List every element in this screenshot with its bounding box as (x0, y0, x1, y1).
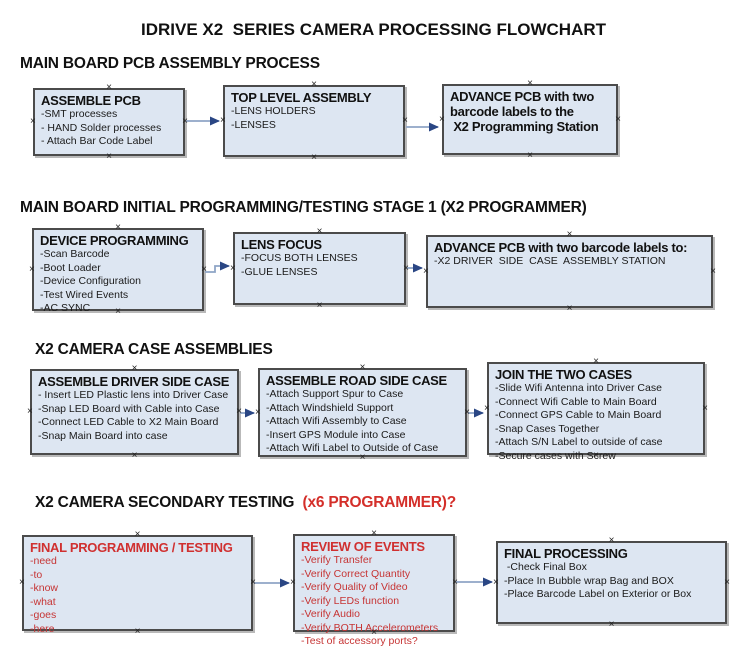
flow-box-advance-pcb-driver-side: ADVANCE PCB with two barcode labels to: … (423, 230, 716, 314)
box-items: -FOCUS BOTH LENSES -GLUE LENSES (241, 252, 358, 278)
box-title: ADVANCE PCB with two barcode labels to: (434, 240, 688, 255)
box-title: DEVICE PROGRAMMING (40, 233, 189, 248)
section-header-case-assemblies: X2 CAMERA CASE ASSEMBLIES (35, 341, 273, 359)
box-title: ASSEMBLE ROAD SIDE CASE (266, 373, 447, 388)
box-items: -Check Final Box -Place In Bubble wrap B… (504, 561, 692, 600)
box-title: ADVANCE PCB with two barcode labels to t… (450, 89, 599, 134)
section-header-text: MAIN BOARD INITIAL PROGRAMMING/TESTING S… (20, 199, 587, 216)
section-header-initial-programming: MAIN BOARD INITIAL PROGRAMMING/TESTING S… (20, 199, 587, 217)
page-title: IDRIVE X2 SERIES CAMERA PROCESSING FLOWC… (140, 20, 607, 39)
box-title: FINAL PROGRAMMING / TESTING (30, 540, 233, 555)
section-header-text: X2 CAMERA CASE ASSEMBLIES (35, 341, 273, 358)
box-items: -need -to -know -what -goes -here (30, 555, 59, 635)
box-title: ASSEMBLE DRIVER SIDE CASE (38, 374, 230, 389)
flow-box-top-level-assembly: TOP LEVEL ASSEMBLY -LENS HOLDERS -LENSES… (220, 80, 408, 163)
flow-box-advance-pcb-programming-station: ADVANCE PCB with two barcode labels to t… (439, 79, 621, 161)
box-items: -Scan Barcode -Boot Loader -Device Confi… (40, 248, 141, 314)
section-header-secondary-testing: X2 CAMERA SECONDARY TESTING (x6 PROGRAMM… (35, 494, 456, 512)
section-header-pcb-assembly: MAIN BOARD PCB ASSEMBLY PROCESS (20, 55, 320, 73)
box-title: ASSEMBLE PCB (41, 93, 141, 108)
box-items: -LENS HOLDERS -LENSES (231, 105, 316, 131)
box-items: -Attach Support Spur to Case -Attach Win… (266, 388, 439, 454)
box-title: REVIEW OF EVENTS (301, 539, 425, 554)
box-items: -X2 DRIVER SIDE CASE ASSEMBLY STATION (434, 255, 666, 267)
flow-box-review-of-events: REVIEW OF EVENTS -Verify Transfer -Verif… (290, 529, 458, 648)
section-header-text: X2 CAMERA SECONDARY TESTING (35, 494, 299, 511)
flow-box-final-processing: FINAL PROCESSING -Check Final Box -Place… (493, 536, 730, 630)
flow-box-join-the-two-cases: JOIN THE TWO CASES -Slide Wifi Antenna i… (484, 357, 708, 462)
box-title: FINAL PROCESSING (504, 546, 628, 561)
box-items: -Slide Wifi Antenna into Driver Case -Co… (495, 382, 663, 462)
flow-box-assemble-driver-side-case: ASSEMBLE DRIVER SIDE CASE - Insert LED P… (27, 364, 242, 461)
box-items: -SMT processes - HAND Solder processes -… (41, 108, 162, 147)
box-title: TOP LEVEL ASSEMBLY (231, 90, 372, 105)
section-header-text: MAIN BOARD PCB ASSEMBLY PROCESS (20, 55, 320, 72)
section-header-red-text: (x6 PROGRAMMER)? (298, 494, 457, 511)
flow-arrow (205, 261, 230, 273)
flow-box-assemble-pcb: ASSEMBLE PCB -SMT processes - HAND Solde… (30, 83, 188, 162)
box-title: JOIN THE TWO CASES (495, 367, 632, 382)
flow-box-assemble-road-side-case: ASSEMBLE ROAD SIDE CASE -Attach Support … (255, 363, 470, 463)
box-title: LENS FOCUS (241, 237, 322, 252)
box-items: - Insert LED Plastic lens into Driver Ca… (38, 389, 229, 442)
box-items: -Verify Transfer -Verify Correct Quantit… (301, 554, 439, 647)
